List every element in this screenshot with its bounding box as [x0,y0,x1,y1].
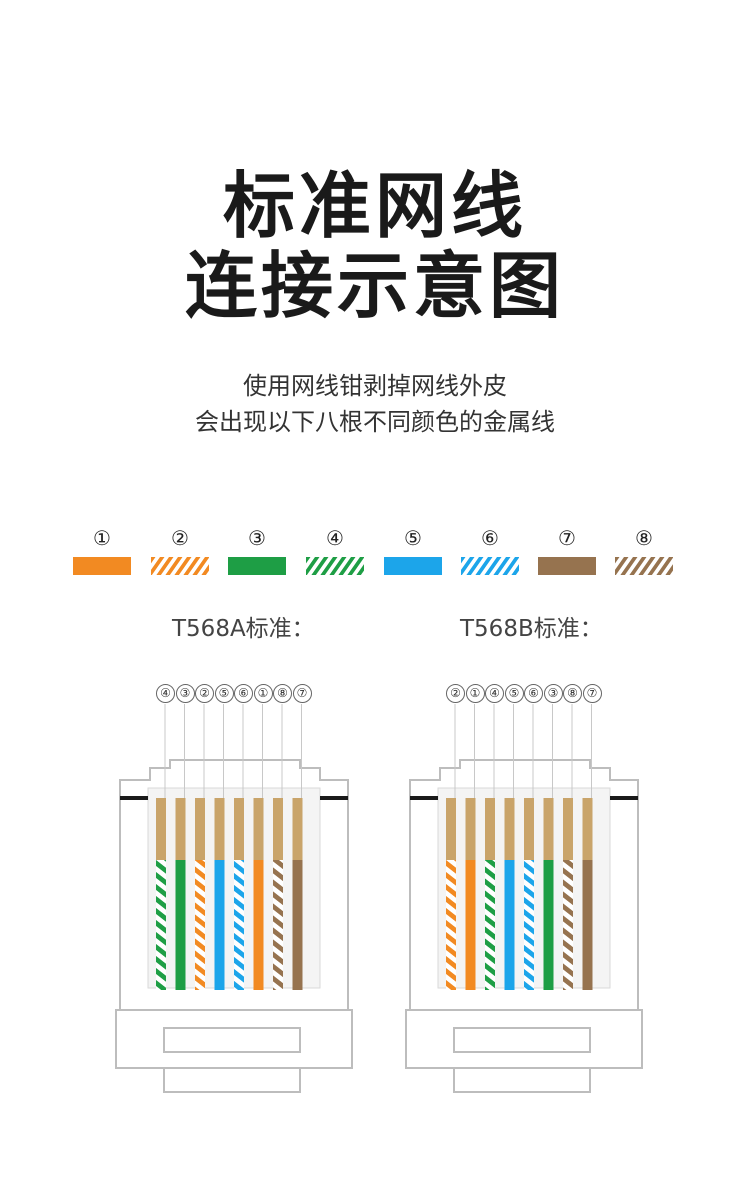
wire [273,860,283,990]
wire [292,860,303,990]
gold-contact [446,798,456,860]
wire-swatch [306,557,364,575]
wire-order-number: ② [195,684,214,703]
wire-order-number: ⑦ [292,684,312,703]
legend-number: ② [171,526,189,550]
rj45-plug [115,704,353,1093]
wire-order-number: ④ [485,684,504,703]
wire-order-number: ⑧ [273,684,292,703]
gold-contact [465,798,476,860]
gold-contact [195,798,205,860]
title-line-2: 连接示意图 [184,244,565,328]
legend-item: ② [151,525,209,575]
legend-item: ⑥ [461,525,519,575]
wire [485,860,495,990]
legend-item: ④ [306,525,364,575]
legend-item: ⑦ [538,525,596,575]
t568a-connector [115,704,353,1093]
gold-contact [214,798,225,860]
wire-swatch [538,557,596,575]
legend-number: ⑧ [635,526,653,550]
legend-item: ① [73,525,131,575]
wire-swatch [384,557,442,575]
legend-number: ⑦ [558,526,576,550]
wire-order-number: ③ [175,684,195,703]
gold-contact [273,798,283,860]
wire-swatch [461,557,519,575]
wire-order-number: ⑦ [582,684,602,703]
t568a-label: T568A标准： [172,616,315,642]
wire-order-number: ⑤ [504,684,524,703]
legend-item: ③ [228,525,286,575]
wire-swatch [615,557,673,575]
wire [563,860,573,990]
wire [234,860,244,990]
legend-number: ③ [248,526,266,550]
wire-swatch [228,557,286,575]
wire-order-number: ④ [156,684,175,703]
legend-item: ⑧ [615,525,673,575]
legend-item: ⑤ [384,525,442,575]
wire [156,860,166,990]
legend-number: ① [93,526,111,550]
wire-order-number: ⑧ [563,684,582,703]
gold-contact [563,798,573,860]
legend-number: ⑤ [404,526,422,550]
wire [582,860,593,990]
gold-contact [175,798,186,860]
t568b-label: T568B标准： [460,616,603,642]
subtitle-line-2: 会出现以下八根不同颜色的金属线 [195,408,555,436]
t568b-connector [405,704,643,1093]
wire-order-number: ⑥ [524,684,543,703]
gold-contact [156,798,166,860]
subtitle-line-1: 使用网线钳剥掉网线外皮 [243,372,507,400]
wire [195,860,205,990]
wire-order-number: ① [253,684,273,703]
wire-order-number: ⑥ [234,684,253,703]
gold-contact [543,798,554,860]
wire-order-number: ③ [543,684,563,703]
wire [524,860,534,990]
wire [465,860,476,990]
wire-swatch [73,557,131,575]
wire [175,860,186,990]
wire [214,860,225,990]
wire-swatch [151,557,209,575]
gold-contact [504,798,515,860]
legend-number: ⑥ [481,526,499,550]
rj45-plug [405,704,643,1093]
wire [504,860,515,990]
wire-order-number: ① [465,684,485,703]
gold-contact [234,798,244,860]
wire [253,860,264,990]
wire-color-legend: ① ② ③ ④ ⑤ ⑥ ⑦ ⑧ [0,525,750,585]
wire [446,860,456,990]
gold-contact [524,798,534,860]
gold-contact [582,798,593,860]
wire-order-number: ⑤ [214,684,234,703]
gold-contact [292,798,303,860]
gold-contact [485,798,495,860]
wire-order-number: ② [446,684,465,703]
title-line-1: 标准网线 [222,164,527,248]
legend-number: ④ [326,526,344,550]
gold-contact [253,798,264,860]
wire [543,860,554,990]
